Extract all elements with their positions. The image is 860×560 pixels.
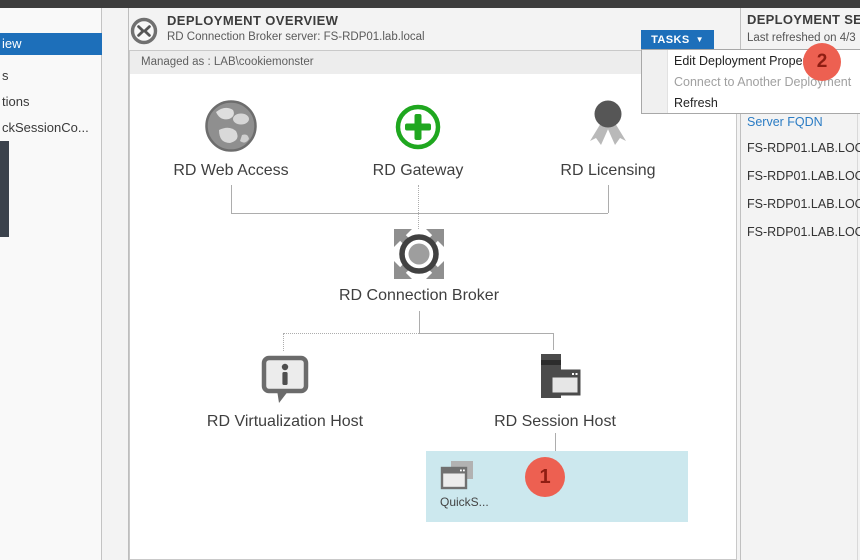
- menu-item-connect-to-another-deployment: Connect to Another Deployment: [674, 75, 852, 89]
- server-row[interactable]: FS-RDP01.LAB.LOCAL: [747, 197, 860, 211]
- step-badge-1: 1: [525, 457, 565, 497]
- medal-icon[interactable]: [584, 99, 632, 151]
- connector-top-horizontal: [231, 213, 608, 214]
- sidebar-item-quicksessioncollection[interactable]: ckSessionCo...: [2, 120, 89, 135]
- node-label-virtualization-host[interactable]: RD Virtualization Host: [206, 413, 364, 430]
- server-row[interactable]: FS-RDP01.LAB.LOCAL: [747, 225, 860, 239]
- step-badge-2: 2: [803, 43, 841, 81]
- node-label-licensing[interactable]: RD Licensing: [560, 162, 656, 179]
- menu-item-refresh[interactable]: Refresh: [674, 96, 718, 110]
- column-header-server-fqdn[interactable]: Server FQDN: [747, 115, 823, 129]
- page-title: DEPLOYMENT OVERVIEW: [167, 13, 339, 28]
- node-label-web-access[interactable]: RD Web Access: [173, 162, 289, 179]
- green-plus-icon[interactable]: [395, 104, 441, 150]
- collection-label: QuickS...: [440, 495, 489, 509]
- sidebar-item-overview[interactable]: iew: [0, 33, 102, 55]
- window-titlebar: [0, 0, 860, 8]
- connector-licensing-stem: [608, 185, 609, 213]
- sidebar-item-collections[interactable]: tions: [2, 94, 30, 109]
- left-nav-scrollbar-thumb[interactable]: [0, 141, 9, 237]
- node-label-session-host[interactable]: RD Session Host: [494, 413, 616, 430]
- connector-collection-stem: [555, 433, 556, 451]
- rds-left-nav: iew s tions ckSessionCo...: [0, 8, 102, 560]
- chevron-down-icon: ▼: [695, 35, 704, 44]
- page-subtitle: RD Connection Broker server: FS-RDP01.la…: [167, 31, 425, 43]
- connector-broker-top-stem: [418, 213, 419, 229]
- panel-divider: [128, 8, 129, 560]
- server-row[interactable]: FS-RDP01.LAB.LOCAL: [747, 141, 860, 155]
- globe-icon[interactable]: [204, 99, 258, 153]
- info-bubble-icon[interactable]: [258, 352, 312, 406]
- tasks-button-label: TASKS: [651, 34, 690, 46]
- right-panel-divider: [740, 8, 741, 560]
- node-label-gateway[interactable]: RD Gateway: [372, 162, 464, 179]
- rds-deployment-icon: [130, 17, 158, 45]
- connector-webaccess-stem: [231, 185, 232, 213]
- connection-broker-icon[interactable]: [391, 226, 447, 282]
- connector-branch-left: [283, 333, 419, 334]
- connector-sessionhost-stem: [553, 333, 554, 350]
- connector-branch-right: [419, 333, 553, 334]
- node-label-broker[interactable]: RD Connection Broker: [338, 287, 500, 304]
- sidebar-item-servers[interactable]: s: [2, 68, 9, 83]
- last-refreshed-text: Last refreshed on 4/3: [747, 32, 856, 44]
- collection-windows-icon: [440, 461, 473, 490]
- menu-item-edit-deployment-properties[interactable]: Edit Deployment Properties: [674, 54, 827, 68]
- connector-gateway-stem: [418, 185, 419, 213]
- server-row[interactable]: FS-RDP01.LAB.LOCAL: [747, 169, 860, 183]
- menu-icon-gutter: [642, 50, 668, 113]
- right-panel-column-divider: [857, 50, 858, 560]
- connector-broker-bottom-stem: [419, 311, 420, 333]
- managed-as-bar: Managed as : LAB\cookiemonster: [130, 51, 736, 74]
- connector-virtualization-stem: [283, 333, 284, 351]
- deployment-servers-title: DEPLOYMENT SERVERS: [747, 12, 860, 27]
- tasks-button[interactable]: TASKS ▼: [641, 30, 714, 49]
- session-host-icon[interactable]: [527, 350, 583, 406]
